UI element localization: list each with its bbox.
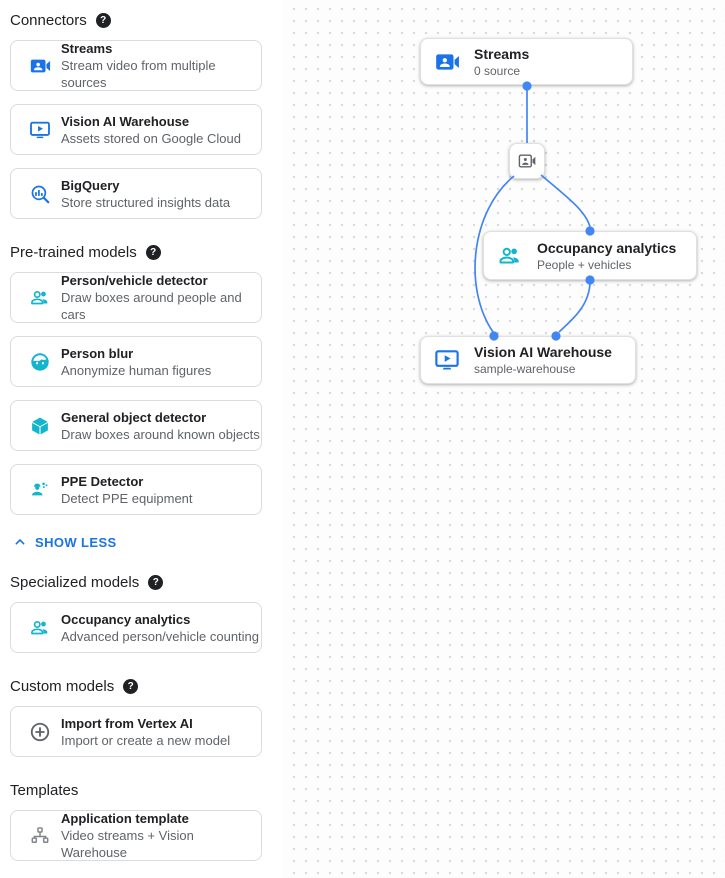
cube-icon	[29, 415, 51, 437]
card-subtitle: Advanced person/vehicle counting	[61, 628, 260, 644]
section-pretrained-models: Pre-trained models Person/vehicle detect…	[10, 244, 283, 550]
card-subtitle: Draw boxes around known objects	[61, 426, 260, 442]
section-templates: Templates Application template Video str…	[10, 782, 283, 861]
flow-canvas[interactable]: Streams 0 source Occupancy analytics Peo…	[283, 0, 725, 878]
video-camera-icon	[434, 49, 460, 75]
card-title: Import from Vertex AI	[61, 715, 193, 731]
help-icon[interactable]	[95, 13, 111, 28]
help-icon[interactable]	[145, 245, 161, 260]
node-title: Streams	[474, 45, 530, 62]
card-bigquery[interactable]: BigQuery Store structured insights data	[10, 168, 262, 219]
card-title: Streams	[61, 41, 113, 56]
card-streams[interactable]: Streams Stream video from multiple sourc…	[10, 40, 262, 91]
card-import-from-vertex-ai[interactable]: Import from Vertex AI Import or create a…	[10, 706, 262, 757]
help-icon[interactable]	[148, 575, 164, 590]
card-title: General object detector	[61, 409, 207, 425]
warehouse-display-icon	[29, 119, 51, 141]
edges-layer	[474, 81, 595, 341]
node-subtitle: People + vehicles	[537, 257, 632, 272]
card-vision-ai-warehouse[interactable]: Vision AI Warehouse Assets stored on Goo…	[10, 104, 262, 155]
node-subtitle: 0 source	[474, 63, 521, 78]
node-stream-source[interactable]	[509, 143, 545, 179]
component-sidebar: Connectors Streams Stream video from mul…	[0, 0, 283, 878]
edge-source-to-occupancy	[540, 174, 591, 228]
tree-icon	[29, 825, 51, 847]
node-streams[interactable]: Streams 0 source	[420, 38, 633, 85]
card-subtitle: Import or create a new model	[61, 732, 231, 748]
card-person-vehicle-detector[interactable]: Person/vehicle detector Draw boxes aroun…	[10, 272, 262, 323]
help-icon[interactable]	[123, 679, 139, 694]
video-camera-icon	[29, 55, 51, 77]
people-icon	[29, 617, 51, 639]
card-application-template[interactable]: Application template Video streams + Vis…	[10, 810, 262, 861]
card-ppe-detector[interactable]: PPE Detector Detect PPE equipment	[10, 464, 262, 515]
card-subtitle: Stream video from multiple sources	[61, 58, 216, 90]
card-title: Vision AI Warehouse	[61, 113, 190, 129]
ppe-icon	[29, 479, 51, 501]
port-dots	[489, 81, 595, 341]
edge-paths	[474, 86, 591, 333]
node-vision-ai-warehouse[interactable]: Vision AI Warehouse sample-warehouse	[420, 336, 636, 384]
people-icon	[29, 287, 51, 309]
section-title: Specialized models	[10, 574, 140, 591]
card-person-blur[interactable]: Person blur Anonymize human figures	[10, 336, 262, 387]
face-icon	[29, 351, 51, 373]
card-general-object-detector[interactable]: General object detector Draw boxes aroun…	[10, 400, 262, 451]
section-title: Custom models	[10, 678, 115, 695]
node-title: Occupancy analytics	[537, 239, 677, 256]
edge-occupancy-to-warehouse	[558, 282, 591, 333]
card-subtitle: Anonymize human figures	[61, 362, 212, 378]
node-subtitle: sample-warehouse	[474, 362, 576, 376]
plus-circle-icon	[29, 721, 51, 743]
card-title: Occupancy analytics	[61, 611, 191, 627]
show-less-label: SHOW LESS	[35, 534, 117, 550]
bigquery-icon	[29, 183, 51, 205]
card-title: PPE Detector	[61, 473, 144, 489]
show-less-button[interactable]: SHOW LESS	[12, 534, 283, 550]
section-title: Pre-trained models	[10, 244, 137, 261]
card-occupancy-analytics[interactable]: Occupancy analytics Advanced person/vehi…	[10, 602, 262, 653]
warehouse-display-icon	[434, 347, 460, 373]
card-title: Application template	[61, 811, 189, 826]
video-camera-outline-icon	[517, 151, 537, 171]
card-title: BigQuery	[61, 177, 120, 193]
section-custom-models: Custom models Import from Vertex AI Impo…	[10, 678, 283, 757]
card-title: Person blur	[61, 345, 134, 361]
card-subtitle: Detect PPE equipment	[61, 490, 193, 506]
node-occupancy-analytics[interactable]: Occupancy analytics People + vehicles	[483, 231, 697, 280]
section-title: Connectors	[10, 12, 87, 29]
card-subtitle: Draw boxes around people and cars	[61, 290, 242, 322]
section-specialized-models: Specialized models Occupancy analytics A…	[10, 574, 283, 653]
section-connectors: Connectors Streams Stream video from mul…	[10, 12, 283, 219]
node-title: Vision AI Warehouse	[474, 344, 612, 360]
chevron-up-icon	[15, 539, 25, 545]
card-subtitle: Store structured insights data	[61, 194, 231, 210]
people-icon	[497, 243, 523, 269]
card-subtitle: Video streams + Vision Warehouse	[61, 828, 194, 860]
card-title: Person/vehicle detector	[61, 273, 208, 288]
section-title: Templates	[10, 782, 79, 799]
card-subtitle: Assets stored on Google Cloud	[61, 130, 241, 146]
